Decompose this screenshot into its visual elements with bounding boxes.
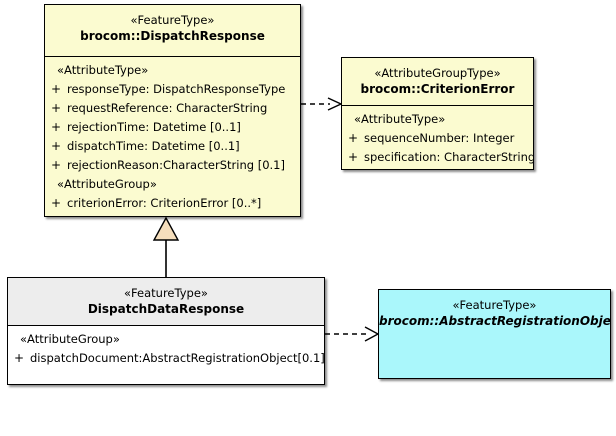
attribute-text: rejectionReason:CharacterString [0.1]	[67, 158, 285, 172]
attribute-text: specification: CharacterString	[364, 150, 534, 164]
attribute-text: responseType: DispatchResponseType	[67, 82, 286, 96]
class-box-dispatch-data-response[interactable]: «FeatureType» DispatchDataResponse «Attr…	[7, 277, 325, 385]
attribute-text: rejectionTime: Datetime [0..1]	[67, 120, 241, 134]
class-attributes-dispatch-response: «AttributeType» + responseType: Dispatch…	[45, 57, 300, 216]
attribute-row: + rejectionTime: Datetime [0..1]	[45, 118, 300, 137]
hollow-triangle-arrowhead-icon	[152, 216, 180, 241]
class-header-abstract-registration-object: «FeatureType» brocom::AbstractRegistrati…	[379, 290, 610, 378]
class-stereotype: «FeatureType»	[452, 298, 537, 312]
attribute-visibility: +	[50, 82, 62, 96]
open-arrowhead-icon	[364, 326, 380, 342]
attribute-group-label: «AttributeGroup»	[20, 332, 120, 346]
open-arrowhead-icon	[327, 97, 343, 111]
attribute-text: requestReference: CharacterString	[67, 101, 268, 115]
attribute-visibility: +	[347, 131, 359, 145]
attribute-group-label: «AttributeType»	[57, 63, 149, 77]
class-box-dispatch-response[interactable]: «FeatureType» brocom::DispatchResponse «…	[44, 4, 301, 217]
class-box-abstract-registration-object[interactable]: «FeatureType» brocom::AbstractRegistrati…	[378, 289, 611, 379]
dependency-dispatchdataresponse-abstractregistrationobject	[325, 326, 380, 342]
generalization-dispatchdataresponse-dispatchresponse	[152, 216, 180, 277]
attribute-visibility: +	[347, 150, 359, 164]
attribute-text: dispatchDocument:AbstractRegistrationObj…	[30, 351, 325, 365]
class-header-dispatch-data-response: «FeatureType» DispatchDataResponse	[8, 278, 324, 326]
attribute-visibility: +	[50, 139, 62, 153]
dependency-dispatchresponse-criterionerror	[301, 97, 343, 111]
attribute-row: + requestReference: CharacterString	[45, 99, 300, 118]
attribute-row: + sequenceNumber: Integer	[342, 129, 533, 148]
attribute-row: + dispatchDocument:AbstractRegistrationO…	[8, 349, 324, 368]
class-name: brocom::AbstractRegistrationObject	[379, 314, 611, 328]
class-name: brocom::DispatchResponse	[80, 29, 265, 43]
attribute-text: dispatchTime: Datetime [0..1]	[67, 139, 240, 153]
attribute-row: + specification: CharacterString	[342, 148, 533, 167]
attribute-text: criterionError: CriterionError [0..*]	[67, 196, 262, 210]
class-stereotype: «AttributeGroupType»	[374, 66, 501, 80]
class-attributes-criterion-error: «AttributeType» + sequenceNumber: Intege…	[342, 106, 533, 169]
attribute-text: sequenceNumber: Integer	[364, 131, 515, 145]
attribute-row: + responseType: DispatchResponseType	[45, 80, 300, 99]
attribute-visibility: +	[13, 351, 25, 365]
attribute-row: + rejectionReason:CharacterString [0.1]	[45, 156, 300, 175]
attribute-visibility: +	[50, 120, 62, 134]
class-box-criterion-error[interactable]: «AttributeGroupType» brocom::CriterionEr…	[341, 57, 534, 170]
class-attributes-dispatch-data-response: «AttributeGroup» + dispatchDocument:Abst…	[8, 326, 324, 372]
attribute-row: + criterionError: CriterionError [0..*]	[45, 194, 300, 213]
attribute-visibility: +	[50, 101, 62, 115]
attribute-group-label: «AttributeType»	[354, 112, 446, 126]
attribute-row: + dispatchTime: Datetime [0..1]	[45, 137, 300, 156]
class-stereotype: «FeatureType»	[124, 286, 208, 300]
attribute-visibility: +	[50, 196, 62, 210]
attribute-group-label: «AttributeGroup»	[57, 177, 157, 191]
attribute-visibility: +	[50, 158, 62, 172]
class-header-criterion-error: «AttributeGroupType» brocom::CriterionEr…	[342, 58, 533, 106]
class-name: brocom::CriterionError	[360, 82, 515, 96]
class-stereotype: «FeatureType»	[130, 13, 215, 27]
class-header-dispatch-response: «FeatureType» brocom::DispatchResponse	[45, 5, 300, 57]
class-name: DispatchDataResponse	[87, 302, 245, 316]
